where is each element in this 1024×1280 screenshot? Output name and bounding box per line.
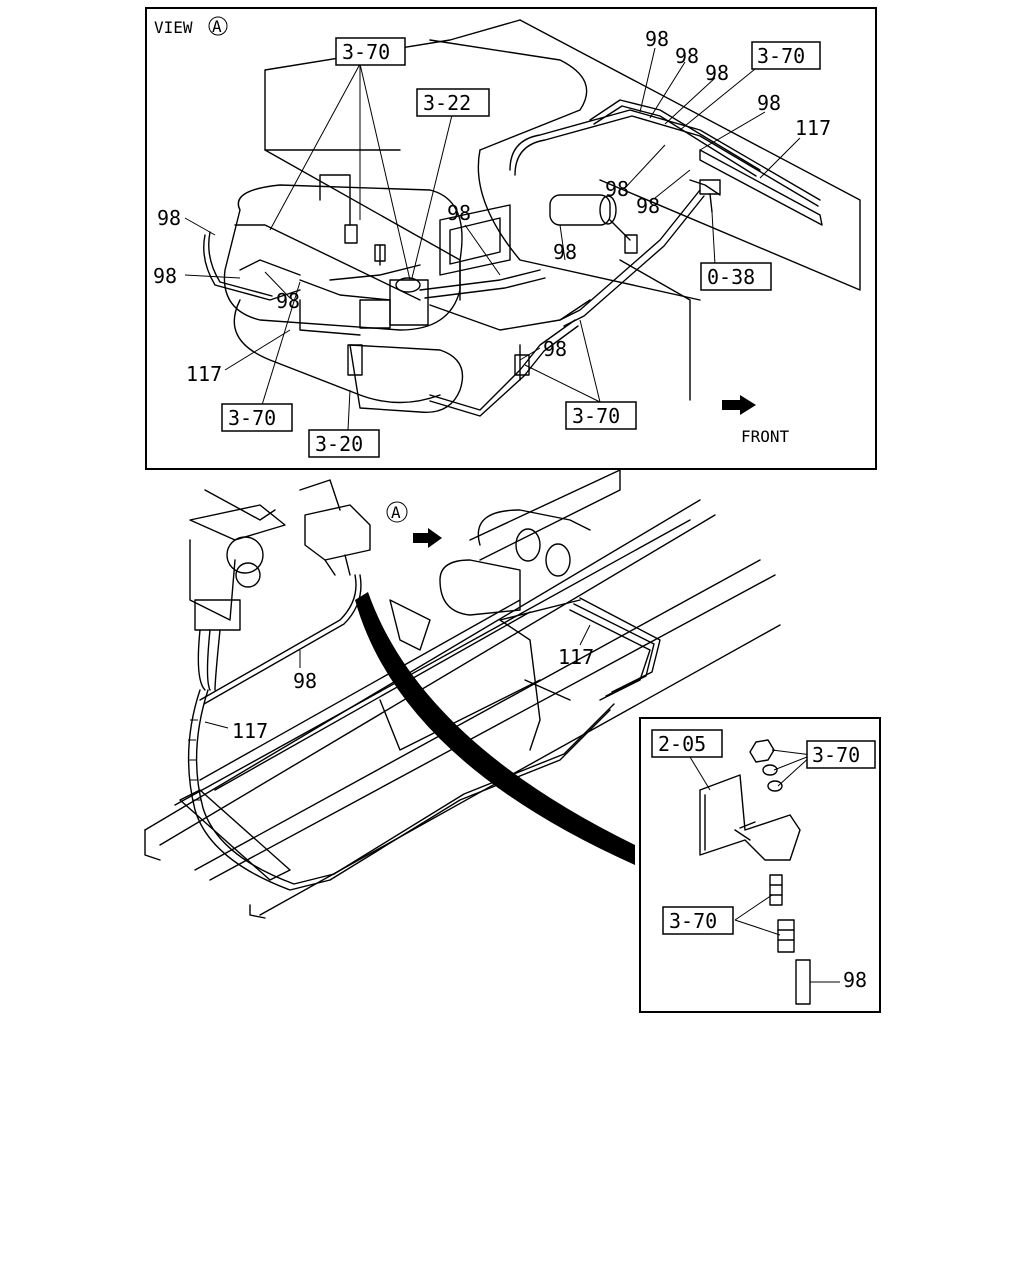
- view-a-ref-98: 98: [276, 289, 300, 313]
- view-a-ref-3-70-bottom: 3-70: [565, 401, 637, 430]
- svg-text:2-05: 2-05: [658, 732, 706, 756]
- view-a-ref-98: 98: [153, 264, 177, 288]
- view-a-ref-3-22: 3-22: [416, 88, 490, 117]
- view-a-ref-98: 98: [543, 337, 567, 361]
- view-a-ref-98: 98: [157, 206, 181, 230]
- front-arrow-icon: [722, 395, 756, 415]
- detail-ref-98: 98: [843, 968, 867, 992]
- svg-text:3-70: 3-70: [228, 406, 276, 430]
- main-view-ref-98: 98: [293, 669, 317, 693]
- view-a-marker-circle: [208, 16, 228, 36]
- view-a-ref-98: 98: [757, 91, 781, 115]
- front-label: FRONT: [741, 427, 790, 446]
- view-a-ref-98: 98: [705, 61, 729, 85]
- svg-text:3-70: 3-70: [669, 909, 717, 933]
- main-view-marker-circle: [386, 501, 408, 523]
- view-a-ref-98: 98: [675, 44, 699, 68]
- detail-ref-3-70-top: 3-70: [806, 740, 876, 769]
- svg-text:3-70: 3-70: [757, 44, 805, 68]
- main-view-ref-117: 117: [558, 645, 594, 669]
- main-view: A 98 117 117: [144, 469, 781, 919]
- view-a-ref-3-70-top: 3-70: [335, 37, 406, 66]
- detail-link-sweep: [355, 592, 635, 865]
- view-a-ref-3-70-right: 3-70: [751, 41, 821, 70]
- view-a-marker-letter: A: [212, 17, 222, 36]
- view-a-ref-117: 117: [186, 362, 222, 386]
- view-a-ref-98: 98: [447, 201, 471, 225]
- view-a-ref-3-70-left: 3-70: [221, 403, 293, 432]
- svg-text:3-22: 3-22: [423, 91, 471, 115]
- view-a-ref-98: 98: [636, 194, 660, 218]
- svg-text:3-70: 3-70: [342, 40, 390, 64]
- view-a-panel: VIEW A: [145, 7, 877, 470]
- detail-ref-2-05: 2-05: [651, 729, 723, 758]
- main-view-marker-letter: A: [391, 503, 401, 522]
- view-a-ref-0-38: 0-38: [700, 262, 772, 291]
- view-a-ref-117: 117: [795, 116, 831, 140]
- detail-ref-3-70-bottom: 3-70: [662, 906, 734, 935]
- svg-text:3-70: 3-70: [572, 404, 620, 428]
- view-a-ref-98: 98: [645, 27, 669, 51]
- view-a-ref-98: 98: [553, 240, 577, 264]
- view-a-ref-3-20: 3-20: [308, 429, 380, 458]
- view-a-ref-98: 98: [605, 177, 629, 201]
- svg-text:3-20: 3-20: [315, 432, 363, 456]
- view-a-title: VIEW: [154, 18, 193, 37]
- view-direction-arrow-icon: [413, 528, 442, 548]
- detail-panel: 2-05 3-70 3-70 98: [639, 717, 881, 1013]
- svg-text:0-38: 0-38: [707, 265, 755, 289]
- main-view-ref-117: 117: [232, 719, 268, 743]
- svg-text:3-70: 3-70: [812, 743, 860, 767]
